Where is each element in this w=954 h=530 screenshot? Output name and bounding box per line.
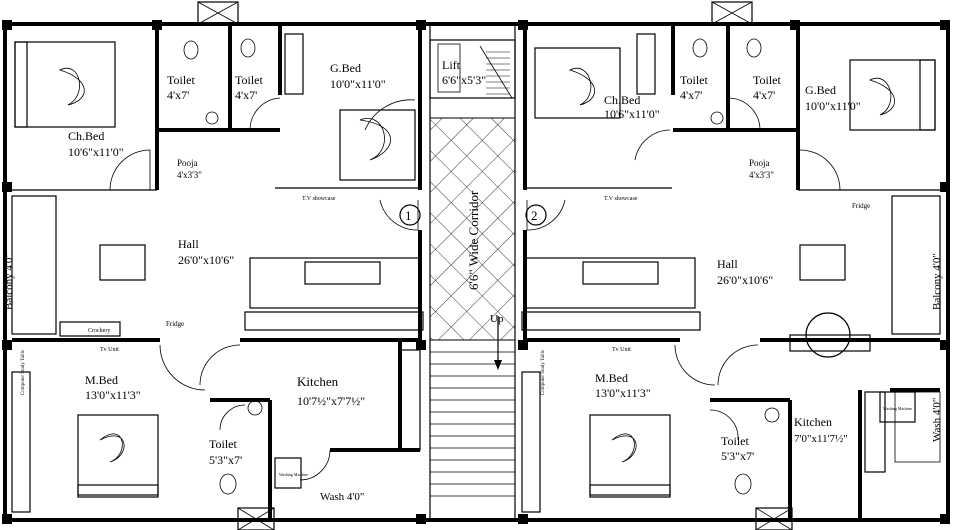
toilet-fixtures — [183, 38, 780, 495]
tv-showcase-right: T.V showcase — [604, 196, 638, 202]
living-furniture — [59, 244, 871, 358]
corridor-label: 6'6" Wide Corridor — [466, 190, 481, 290]
toilet-right-bottom-size: 5'3"x7' — [721, 449, 754, 463]
wash-left-label: Wash 4'0" — [320, 491, 364, 503]
hall-left-size: 26'0"x10'6" — [178, 253, 234, 267]
tv-showcase-left: T.V showcase — [302, 196, 336, 202]
toilet-b-name: Toilet — [235, 73, 263, 87]
hall-left-name: Hall — [178, 237, 199, 251]
unit-markers — [399, 204, 547, 226]
lift-name: Lift — [442, 58, 461, 72]
mbed-left-name: M.Bed — [85, 373, 118, 387]
toilet-a-size: 4'x7' — [167, 88, 189, 102]
toilet-left-bottom-name: Toilet — [209, 437, 237, 451]
fridge-right: Fridge — [852, 202, 870, 210]
unit-1-label: 1 — [405, 208, 412, 223]
crockery-label: Crockery — [88, 328, 110, 334]
toilet-d-size: 4'x7' — [753, 88, 775, 102]
lift-shaft — [429, 39, 516, 99]
washing-machine-right: Washing Machine — [883, 406, 912, 411]
computer-table-right: Computer Study Table — [541, 349, 546, 395]
fridge-left: Fridge — [166, 320, 184, 328]
kitchen-right-name: Kitchen — [794, 415, 832, 429]
balcony-right-label: Balcony 4'0" — [931, 253, 943, 310]
chbed-left-size: 10'6"x11'0" — [68, 145, 124, 159]
washing-machine-left: Washing Machine — [279, 472, 308, 477]
kitchen-left-size: 10'7½"x7'7½" — [297, 394, 365, 408]
wardrobes — [11, 33, 941, 513]
pooja-left-name: Pooja — [177, 158, 198, 168]
gbed-left-size: 10'0"x11'0" — [330, 77, 386, 91]
corridor-hatch — [429, 117, 516, 341]
toilet-c-size: 4'x7' — [680, 88, 702, 102]
kitchen-left-name: Kitchen — [297, 374, 339, 389]
lift-size: 6'6"x5'3" — [442, 73, 486, 87]
gbed-right-size: 10'0"x11'0" — [805, 99, 861, 113]
toilet-left-bottom-size: 5'3"x7' — [209, 453, 242, 467]
chbed-right-size: 10'6"x11'0" — [604, 107, 660, 121]
chbed-right-name: Ch.Bed — [604, 93, 640, 107]
hall-right-name: Hall — [717, 257, 738, 271]
staircase — [430, 316, 515, 497]
toilet-b-size: 4'x7' — [235, 88, 257, 102]
mbed-left-size: 13'0"x11'3" — [85, 388, 141, 402]
beds — [14, 41, 936, 498]
tv-unit-right: Tv Unit — [612, 347, 631, 353]
chbed-left-name: Ch.Bed — [68, 129, 104, 143]
kitchen-counters — [274, 349, 941, 489]
pooja-left-size: 4'x3'3" — [177, 170, 202, 180]
toilet-right-bottom-name: Toilet — [721, 434, 749, 448]
mbed-right-name: M.Bed — [595, 371, 628, 385]
toilet-d-name: Toilet — [753, 73, 781, 87]
tv-unit-left: Tv Unit — [100, 347, 119, 353]
pooja-right-name: Pooja — [749, 158, 770, 168]
stair-up-label: Up — [490, 313, 504, 325]
wash-right-label: Wash 4'0" — [931, 398, 943, 442]
gbed-right-name: G.Bed — [805, 83, 836, 97]
kitchen-right-size: 7'0"x11'7½" — [794, 433, 848, 445]
toilet-a-name: Toilet — [167, 73, 195, 87]
mbed-right-size: 13'0"x11'3" — [595, 386, 651, 400]
pooja-right-size: 4'x3'3" — [749, 170, 774, 180]
gbed-left-name: G.Bed — [330, 61, 361, 75]
balcony-left-label: Balcony 4'0" — [3, 253, 15, 310]
computer-table-left: Computer Study Table — [21, 349, 26, 395]
hall-right-size: 26'0"x10'6" — [717, 273, 773, 287]
unit-2-label: 2 — [531, 208, 538, 223]
door-swings — [109, 97, 841, 481]
toilet-c-name: Toilet — [680, 73, 708, 87]
